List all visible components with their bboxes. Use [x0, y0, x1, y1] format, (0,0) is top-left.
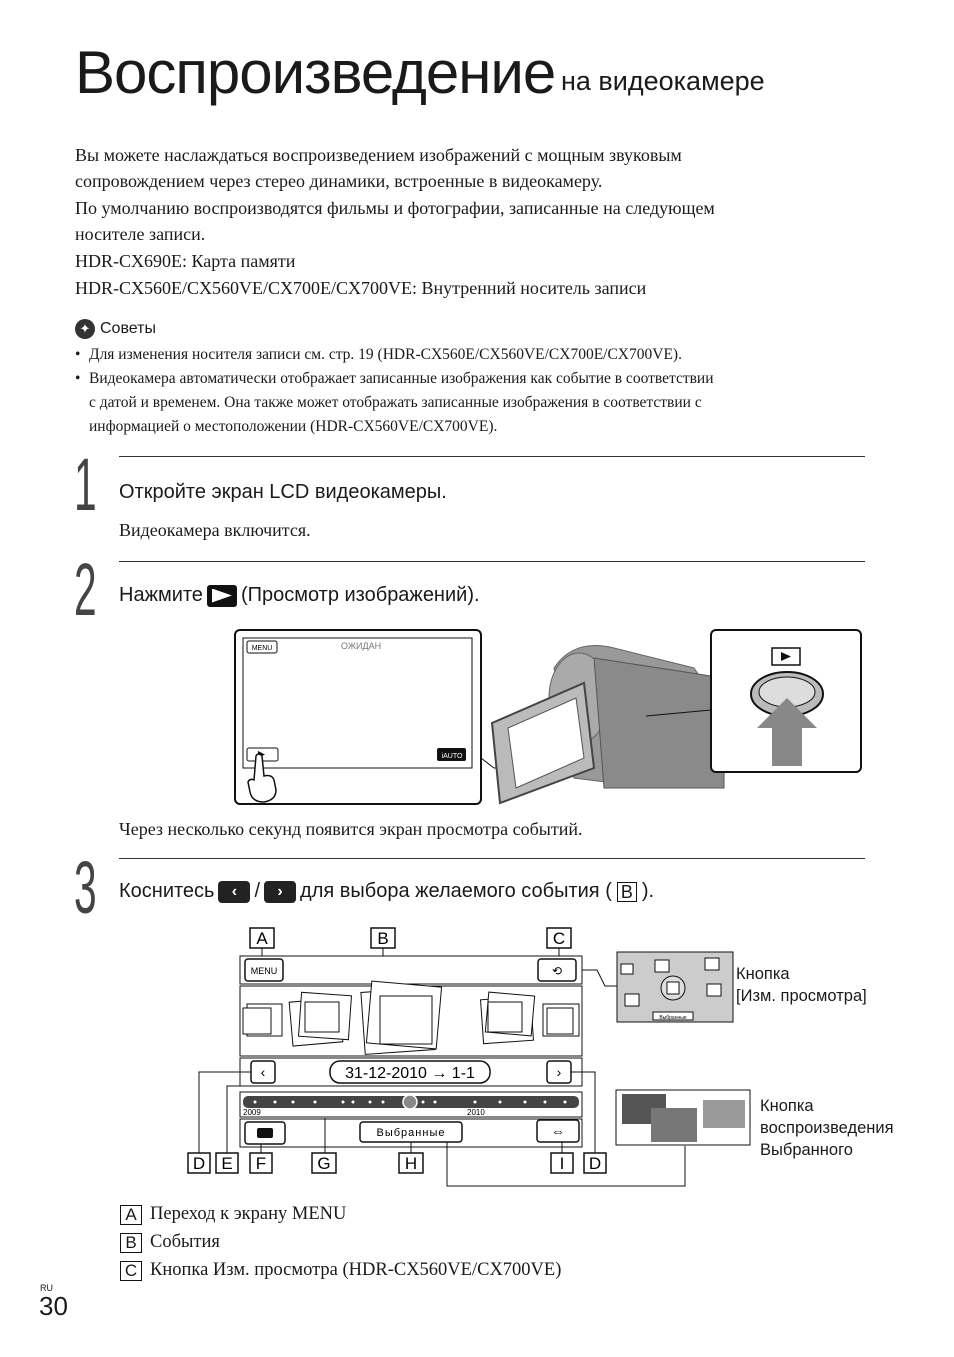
film-icon	[257, 1128, 273, 1138]
label-i: I	[560, 1154, 565, 1173]
label-d: D	[193, 1154, 205, 1173]
step-number: 2	[74, 548, 97, 631]
step-divider	[119, 561, 865, 562]
year-end: 2010	[467, 1108, 485, 1117]
page-title: Воспроизведение	[75, 39, 556, 106]
step-title: Откройте экран LCD видеокамеры.	[119, 481, 447, 503]
chevron-right-icon: ›	[557, 1064, 562, 1080]
callout-view-change: Кнопка [Изм. просмотра]	[736, 965, 867, 1005]
prev-icon: ‹	[218, 880, 251, 903]
step-title: Нажмите (Просмотр изображений).	[119, 584, 480, 607]
menu-button[interactable]	[244, 958, 284, 982]
label-e: E	[221, 1154, 232, 1173]
step-title: Коснитесь ‹ / › для выбора желаемого соб…	[119, 880, 655, 903]
play-icon	[206, 584, 237, 607]
camera-figure: MENU ОЖИДАН iAUTO	[234, 629, 862, 805]
label-h: H	[405, 1154, 417, 1173]
svg-text:MENU: MENU	[251, 966, 278, 976]
view-change-button[interactable]	[537, 958, 577, 982]
iauto-icon	[437, 748, 466, 761]
tip-item: •Для изменения носителя записи см. стр. …	[75, 346, 682, 363]
svg-text:Выбранные: Выбранные	[377, 1127, 446, 1139]
intro-line: Вы можете наслаждаться воспроизведением …	[75, 145, 682, 165]
page-subtitle: на видеокамере	[561, 66, 765, 96]
lightbulb-icon: ✦	[75, 319, 95, 339]
tips-heading-label: Советы	[100, 320, 156, 337]
step-divider	[119, 858, 865, 859]
label-d-right: D	[589, 1154, 601, 1173]
label-b: B	[377, 929, 388, 948]
event-view-figure: A B C MENU ⟲ ‹ › 31-12-2010 → 1-1 2009 2…	[187, 927, 751, 1187]
menu-label: MENU	[252, 645, 273, 652]
page-lang: RU	[40, 1283, 53, 1293]
step-number: 1	[74, 443, 97, 526]
date-range: 31-12-2010 → 1-1	[345, 1065, 475, 1082]
standby-label: ОЖИДАН	[341, 641, 381, 651]
page-number: 30	[39, 1291, 68, 1321]
legend-item: C Кнопка Изм. просмотра (HDR-CX560VE/CX7…	[119, 1260, 561, 1281]
legend-item: B События	[119, 1232, 220, 1253]
finger-icon	[247, 753, 277, 803]
step-number: 3	[74, 846, 97, 929]
swap-button[interactable]	[536, 1119, 580, 1143]
intro-line: сопровождением через стерео динамики, вс…	[75, 171, 603, 191]
tip-item: •Видеокамера автоматически отображает за…	[75, 370, 714, 435]
next-icon: ›	[264, 880, 297, 903]
svg-text:Выбранные: Выбранные	[659, 1015, 686, 1021]
label-g: G	[317, 1154, 330, 1173]
year-start: 2009	[243, 1108, 261, 1117]
swap-icon: ⇔	[551, 1123, 565, 1139]
step-divider	[119, 456, 865, 457]
intro-line: носителе записи.	[75, 224, 206, 244]
svg-text:iAUTO: iAUTO	[442, 753, 463, 760]
label-f: F	[256, 1154, 266, 1173]
intro-line: По умолчанию воспроизводятся фильмы и фо…	[75, 198, 715, 218]
legend-item: A Переход к экрану MENU	[119, 1204, 346, 1225]
step-text: Через несколько секунд появится экран пр…	[119, 819, 583, 839]
callout-highlight-play: Кнопка воспроизведения Выбранного	[760, 1097, 894, 1159]
intro-line: HDR-CX560E/CX560VE/CX700E/CX700VE: Внутр…	[75, 278, 647, 298]
step-text: Видеокамера включится.	[119, 520, 311, 540]
chevron-left-icon: ‹	[261, 1064, 266, 1080]
intro-line: HDR-CX690E: Карта памяти	[75, 251, 296, 271]
rotate-icon: ⟲	[552, 964, 562, 978]
label-a: A	[256, 929, 268, 948]
timeline-cursor[interactable]	[402, 1094, 418, 1110]
label-c: C	[553, 929, 565, 948]
tips-heading: ✦ Советы	[75, 319, 156, 339]
